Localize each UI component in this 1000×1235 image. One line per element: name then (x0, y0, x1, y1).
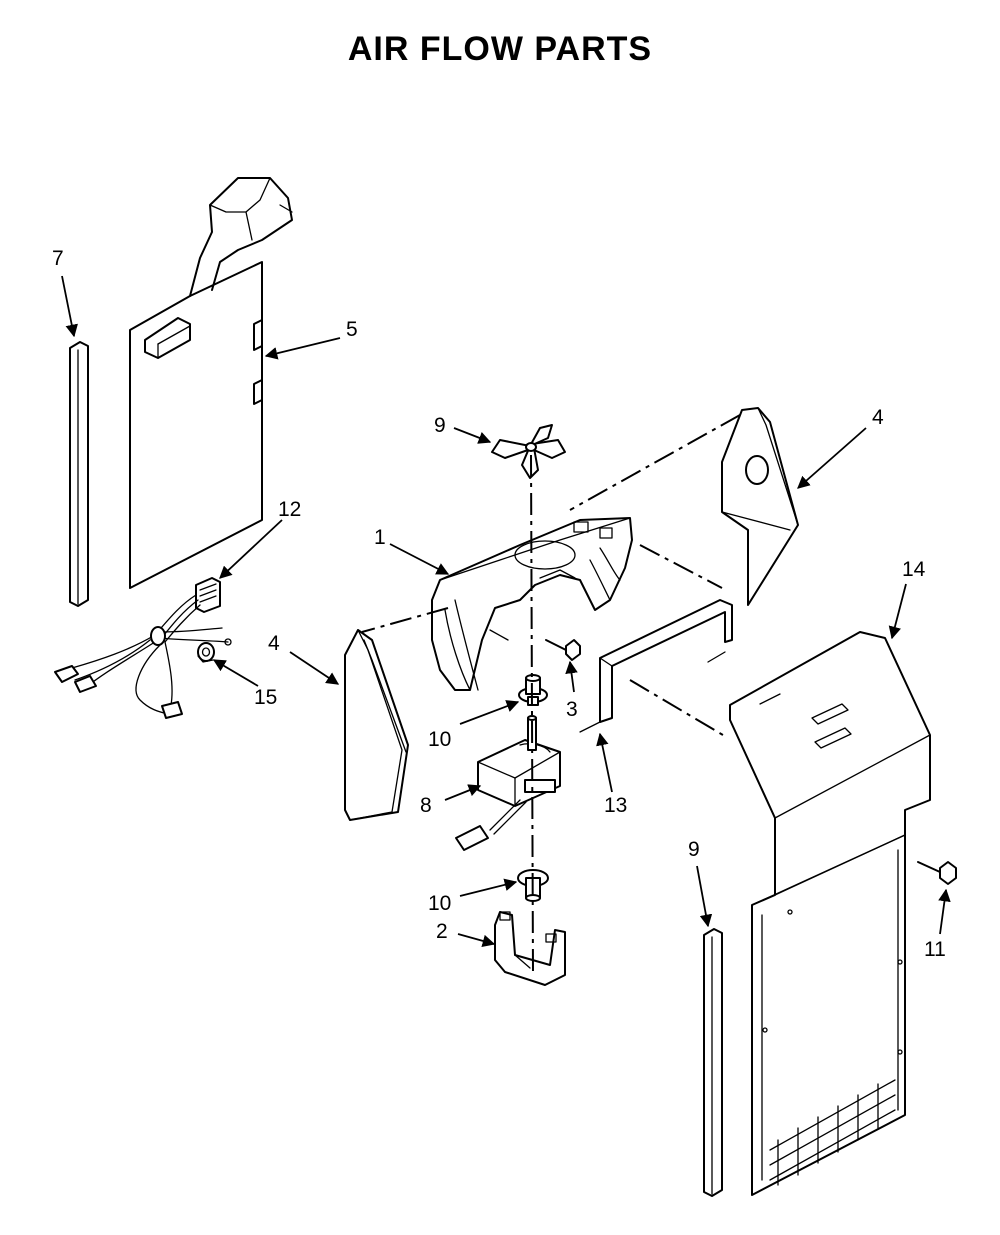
callout-10-upper: 10 (428, 728, 451, 751)
callout-12: 12 (278, 498, 301, 521)
callout-13: 13 (604, 794, 627, 817)
part-1-fan-housing (431, 517, 633, 691)
part-12-wire-harness (54, 577, 232, 719)
callout-labels: 7 5 9 4 1 12 4 3 14 15 10 13 8 9 11 10 2 (52, 247, 946, 961)
part-2-motor-mount (494, 911, 566, 986)
callout-1: 1 (374, 526, 386, 549)
part-10-upper-bushing (518, 674, 548, 706)
callout-leaders (61, 275, 951, 948)
callout-4-left: 4 (268, 632, 280, 655)
part-9-seal-strip (703, 928, 723, 1197)
callout-4-right: 4 (872, 406, 884, 429)
part-6-seal-strip (69, 341, 89, 607)
part-4-right-baffle (721, 407, 799, 606)
callout-5: 5 (346, 318, 358, 341)
part-3-screw (545, 639, 581, 661)
page-title: AIR FLOW PARTS (347, 30, 653, 68)
callout-2: 2 (436, 920, 448, 943)
callout-3: 3 (566, 698, 578, 721)
callout-15: 15 (254, 686, 277, 709)
callout-10-lower: 10 (428, 892, 451, 915)
assembly-lines (361, 414, 741, 976)
part-11-screw (917, 861, 957, 885)
callout-14: 14 (902, 558, 926, 581)
part-5-duct-panel (129, 177, 293, 589)
callout-6: 7 (52, 247, 64, 270)
callout-8: 9 (434, 414, 446, 437)
part-13-bracket (579, 599, 733, 733)
part-14-air-cover (729, 631, 931, 1196)
part-7-fan-motor (455, 715, 561, 851)
part-8-fan-blade (491, 424, 566, 479)
callout-11: 11 (924, 938, 946, 961)
part-4-left-baffle (344, 629, 409, 821)
callout-7: 8 (420, 794, 432, 817)
part-15-grommet (197, 642, 215, 663)
callout-9: 9 (688, 838, 700, 861)
